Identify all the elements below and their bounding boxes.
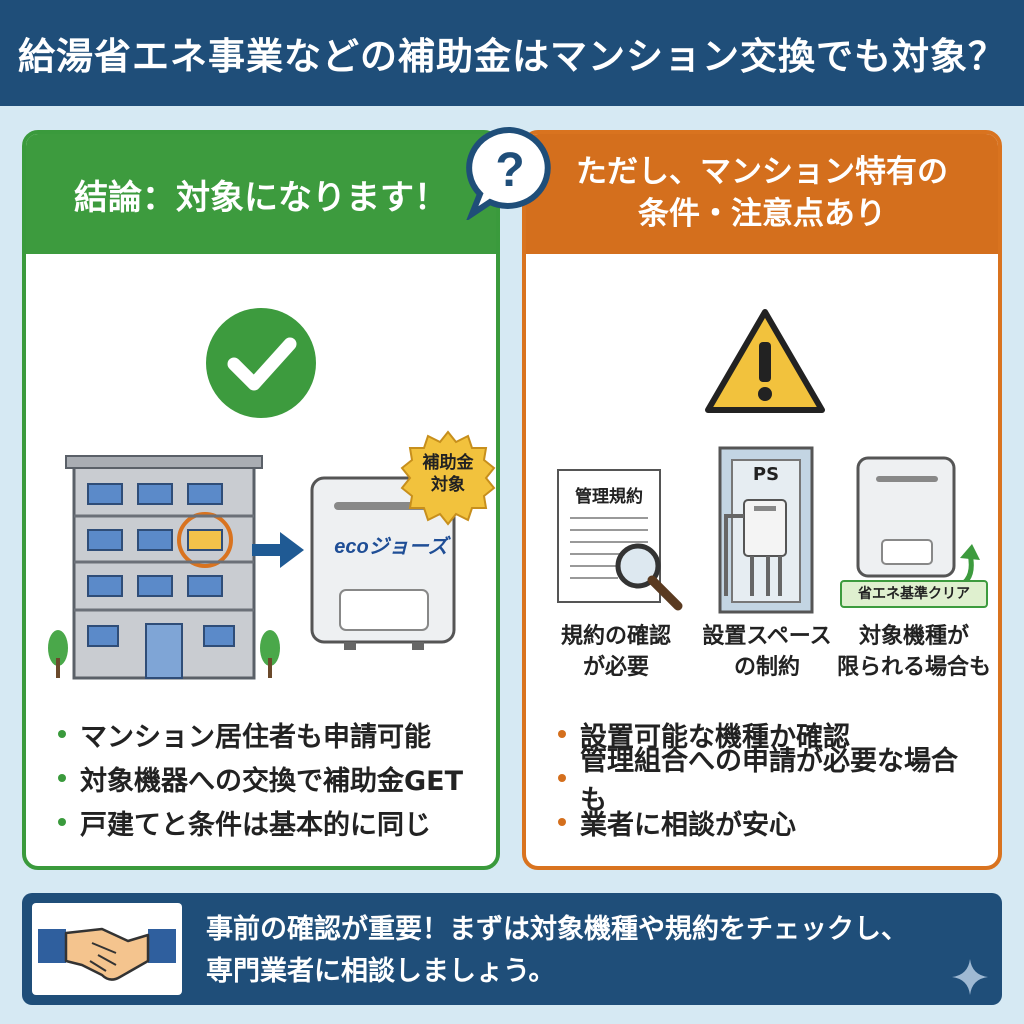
- handshake-icon: [38, 927, 176, 981]
- caution-bullet-list: 設置可能な機種か確認 管理組合への申請が必要な場合も 業者に相談が安心: [526, 712, 998, 844]
- item-rules-check: 規約の確認 が必要: [560, 624, 671, 680]
- footer-message: 事前の確認が重要！まずは対象機種や規約をチェックし、 専門業者に相談しましょう。: [206, 909, 966, 993]
- list-item: マンション居住者も申請可能: [58, 712, 464, 756]
- caution-heading: ただし、マンション特有の 条件・注意点あり: [526, 134, 998, 254]
- arrow-right-icon: [252, 532, 304, 568]
- document-title: 管理規約: [575, 487, 643, 507]
- apartment-building-icon: [48, 455, 280, 680]
- sparkle-icon: [952, 959, 988, 995]
- conclusion-bullet-list: マンション居住者も申請可能 対象機器への交換で補助金GET 戸建てと条件は基本的…: [26, 712, 496, 844]
- subsidy-badge-line2: 対象: [431, 475, 465, 496]
- conclusion-panel: 結論：対象になります！ ecoジョーズ 補助金 対: [22, 130, 500, 870]
- caution-panel: ただし、マンション特有の 条件・注意点あり 管理規約 PS: [522, 130, 1002, 870]
- eco-jozu-logo: ecoジョーズ: [334, 536, 448, 558]
- subsidy-badge-seal: [400, 430, 496, 526]
- item-model-limit: 対象機種が 限られる場合も: [836, 624, 991, 680]
- list-item: 業者に相談が安心: [558, 800, 966, 844]
- footer-banner: 事前の確認が重要！まずは対象機種や規約をチェックし、 専門業者に相談しましょう。: [22, 893, 1002, 1005]
- subsidy-badge-line1: 補助金: [422, 453, 474, 473]
- conclusion-heading: 結論：対象になります！: [26, 134, 496, 254]
- list-item: 設置可能な機種か確認: [558, 712, 966, 756]
- svg-text:?: ?: [495, 144, 524, 197]
- footer-line1: 事前の確認が重要！まずは対象機種や規約をチェックし、: [206, 914, 908, 945]
- subsidy-badge: 補助金 対象: [400, 452, 496, 496]
- list-item: 対象機器への交換で補助金GET: [58, 756, 464, 800]
- caution-heading-line2: 条件・注意点あり: [638, 196, 886, 232]
- caution-heading-line1: ただし、マンション特有の: [576, 154, 948, 191]
- small-water-heater-icon: [856, 456, 956, 578]
- handshake-box: [32, 903, 182, 995]
- question-bubble-icon: ?: [466, 126, 551, 220]
- list-item: 戸建てと条件は基本的に同じ: [58, 800, 464, 844]
- energy-standard-tag: 省エネ基準クリア: [840, 580, 988, 608]
- page-title: 給湯省エネ事業などの補助金はマンション交換でも対象？: [0, 0, 1024, 106]
- list-item: 管理組合への申請が必要な場合も: [558, 746, 966, 816]
- item-space-limit: 設置スペース の制約: [702, 624, 832, 680]
- pipe-space-cabinet-icon: [718, 446, 814, 614]
- ps-label: PS: [752, 464, 780, 485]
- footer-line2: 専門業者に相談しましょう。: [206, 955, 556, 987]
- warning-icon: [705, 309, 825, 413]
- management-rules-document-icon: [557, 469, 683, 611]
- checkmark-icon: [206, 308, 316, 418]
